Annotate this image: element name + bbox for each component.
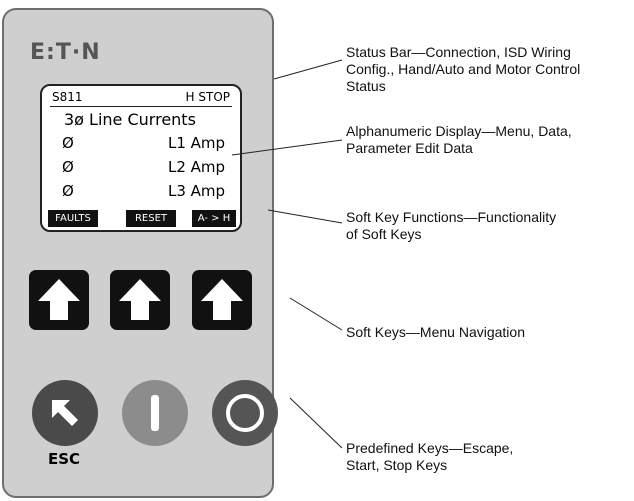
arrow-up-left-icon (52, 400, 78, 426)
soft-label-faults: FAULTS (48, 210, 98, 227)
annotation-soft-keys: Soft Keys—Menu Navigation (346, 324, 525, 340)
esc-button[interactable] (32, 380, 98, 446)
keypad-device: E:T·N S811 H STOP 3ø Line Currents Ø L1 … (2, 8, 278, 498)
row-label: L1 Amp (168, 134, 226, 152)
soft-label-hand-auto: A- > H (192, 210, 236, 227)
row-label: L3 Amp (168, 182, 226, 200)
annotation-status-bar: Status Bar—Connection, ISD Wiring Config… (346, 44, 581, 94)
device-id: S811 (52, 90, 83, 104)
display-row-l1: Ø L1 Amp (62, 134, 232, 156)
annotation-alphanumeric-display: Alphanumeric Display—Menu, Data, Paramet… (346, 123, 572, 156)
row-value: Ø (62, 182, 74, 200)
status-bar: S811 H STOP (50, 90, 232, 107)
start-button[interactable] (122, 380, 188, 446)
annotation-predefined-keys: Predefined Keys—Escape, Start, Stop Keys (346, 440, 514, 473)
leader-predefined-keys (289, 397, 343, 449)
esc-label: ESC (48, 450, 81, 468)
leader-soft-keys (289, 297, 343, 331)
motor-status: H STOP (185, 90, 230, 104)
soft-key-1[interactable] (29, 270, 89, 330)
arrow-up-icon (38, 279, 80, 320)
arrow-up-icon (119, 279, 161, 320)
row-value: Ø (62, 134, 74, 152)
annotation-soft-key-functions: Soft Key Functions—Functionality of Soft… (346, 209, 557, 242)
soft-label-reset: RESET (126, 210, 176, 227)
arrow-up-icon (201, 279, 243, 320)
start-bar-icon (151, 395, 159, 431)
stop-ring-icon (226, 394, 264, 432)
stop-button[interactable] (212, 380, 278, 446)
display-row-l3: Ø L3 Amp (62, 182, 232, 204)
display-row-l2: Ø L2 Amp (62, 158, 232, 180)
leader-status-bar (273, 59, 343, 80)
alphanumeric-display: S811 H STOP 3ø Line Currents Ø L1 Amp Ø … (40, 84, 242, 232)
leader-display (231, 139, 343, 156)
display-title: 3ø Line Currents (64, 110, 196, 129)
leader-soft-key-functions (267, 209, 343, 224)
row-label: L2 Amp (168, 158, 226, 176)
soft-key-2[interactable] (110, 270, 170, 330)
row-value: Ø (62, 158, 74, 176)
eaton-logo: E:T·N (30, 40, 101, 65)
soft-key-3[interactable] (192, 270, 252, 330)
